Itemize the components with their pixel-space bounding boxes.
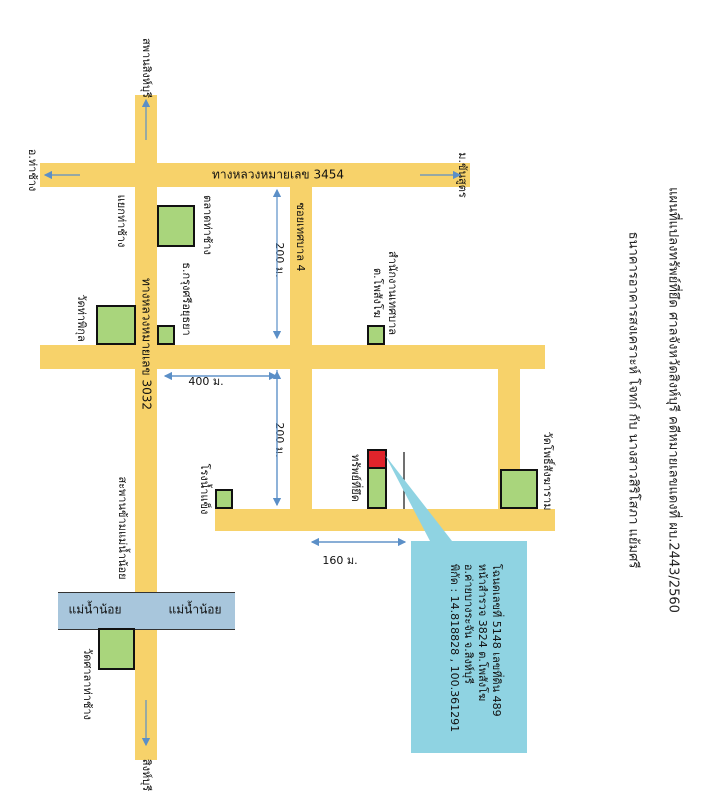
krungsri-bank-marker: [157, 325, 175, 345]
property-info-box: [411, 541, 527, 753]
info-line-4: พิกัด : 14.818828 , 100.361291: [448, 563, 461, 733]
wat-pho-sang-marker: [500, 469, 538, 509]
info-line-3: อ.ค่ายบางระจัน จ.สิงห์บุรี: [462, 563, 475, 684]
river-label-left: แม่น้ำน้อย: [68, 602, 122, 617]
river-label-right: แม่น้ำน้อย: [168, 602, 222, 617]
wat-tha-lak-marker: [96, 305, 136, 345]
tessaban-office-marker: [367, 325, 385, 345]
soi-tessaban-4-road: [290, 163, 312, 531]
info-line-1: โฉนดเลขที่ 5148 เลขที่ดิน 489: [490, 563, 503, 717]
highway-3454-label: ทางหลวงหมายเลข 3454: [212, 167, 344, 182]
talad-tha-chang-marker: [157, 205, 195, 247]
property-red-marker: [367, 449, 387, 469]
wat-sao-tha-chang-marker: [98, 628, 135, 670]
rong-tha-nam-marker: [215, 489, 233, 509]
callout-pointer: [385, 455, 452, 541]
distance-400: 400 ม.: [188, 375, 224, 388]
info-line-2: หน้าสำรวจ 3824 ต.โพสังโฆ: [476, 563, 489, 702]
property-info-text: โฉนดเลขที่ 5148 เลขที่ดิน 489 หน้าสำรวจ …: [447, 564, 503, 732]
distance-160: 160 ม.: [322, 554, 358, 567]
river-band: [58, 592, 235, 630]
highway-3454-road: [40, 163, 470, 187]
loop-road-bottom: [215, 509, 555, 531]
